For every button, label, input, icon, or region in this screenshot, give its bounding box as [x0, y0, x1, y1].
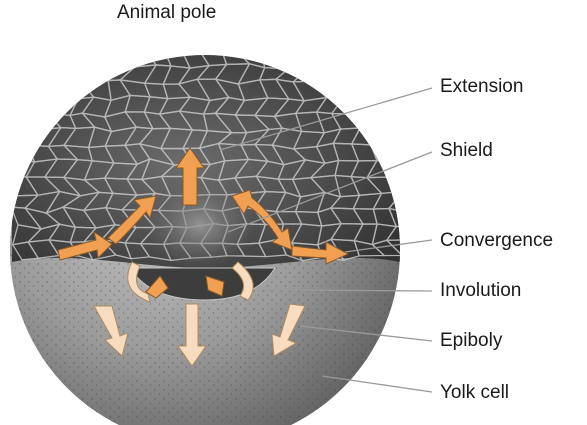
cell — [26, 48, 60, 66]
cell — [48, 64, 74, 84]
cell — [388, 131, 417, 147]
cell — [275, 49, 308, 69]
cell — [311, 48, 343, 66]
cell — [368, 79, 400, 101]
blastoderm-cap — [7, 40, 442, 270]
cell — [389, 49, 417, 69]
cell — [333, 48, 361, 65]
cell — [14, 145, 35, 162]
cell — [355, 112, 384, 131]
cell — [390, 113, 417, 132]
extension-label: Extension — [440, 76, 523, 98]
cell — [407, 191, 439, 212]
cell — [390, 95, 418, 114]
convergence-label: Convergence — [440, 230, 553, 252]
cell — [368, 112, 402, 131]
cell — [388, 144, 419, 164]
cell — [331, 80, 364, 101]
cell — [68, 64, 95, 84]
cell — [405, 178, 439, 196]
cell — [408, 95, 441, 114]
cell — [11, 99, 38, 115]
cell — [406, 52, 434, 68]
cell — [296, 49, 325, 68]
animal-pole-label: Animal pole — [117, 2, 216, 24]
cell — [392, 162, 419, 178]
cell — [48, 50, 74, 67]
cell — [355, 100, 381, 114]
cell — [368, 65, 401, 79]
cell — [103, 47, 135, 66]
cell — [392, 177, 416, 192]
cell — [26, 65, 60, 85]
cell — [331, 63, 360, 81]
yolk-cell-label: Yolk cell — [440, 382, 509, 404]
cell — [87, 49, 111, 65]
cell — [371, 131, 402, 146]
cell — [410, 144, 435, 164]
cell — [391, 67, 417, 79]
cell — [410, 131, 435, 147]
cell — [352, 49, 378, 65]
cell — [408, 111, 434, 131]
cell — [408, 65, 433, 81]
cell — [261, 48, 289, 69]
epiboly-label: Epiboly — [440, 330, 502, 352]
cell — [407, 207, 434, 227]
cell — [11, 113, 38, 131]
cell — [408, 80, 441, 99]
cell — [311, 63, 343, 81]
cell — [405, 161, 434, 178]
involution-label: Involution — [440, 280, 521, 302]
cell — [48, 82, 79, 101]
cell — [354, 65, 378, 80]
cell — [10, 48, 39, 65]
cell — [14, 130, 38, 146]
shield-label: Shield — [440, 140, 493, 162]
cell — [368, 49, 401, 67]
cell — [83, 64, 111, 84]
cell — [26, 84, 56, 100]
cell — [391, 80, 418, 100]
cell — [354, 79, 381, 101]
cell — [31, 99, 56, 115]
cell — [64, 49, 95, 64]
cell — [11, 82, 38, 100]
cell — [11, 64, 40, 85]
